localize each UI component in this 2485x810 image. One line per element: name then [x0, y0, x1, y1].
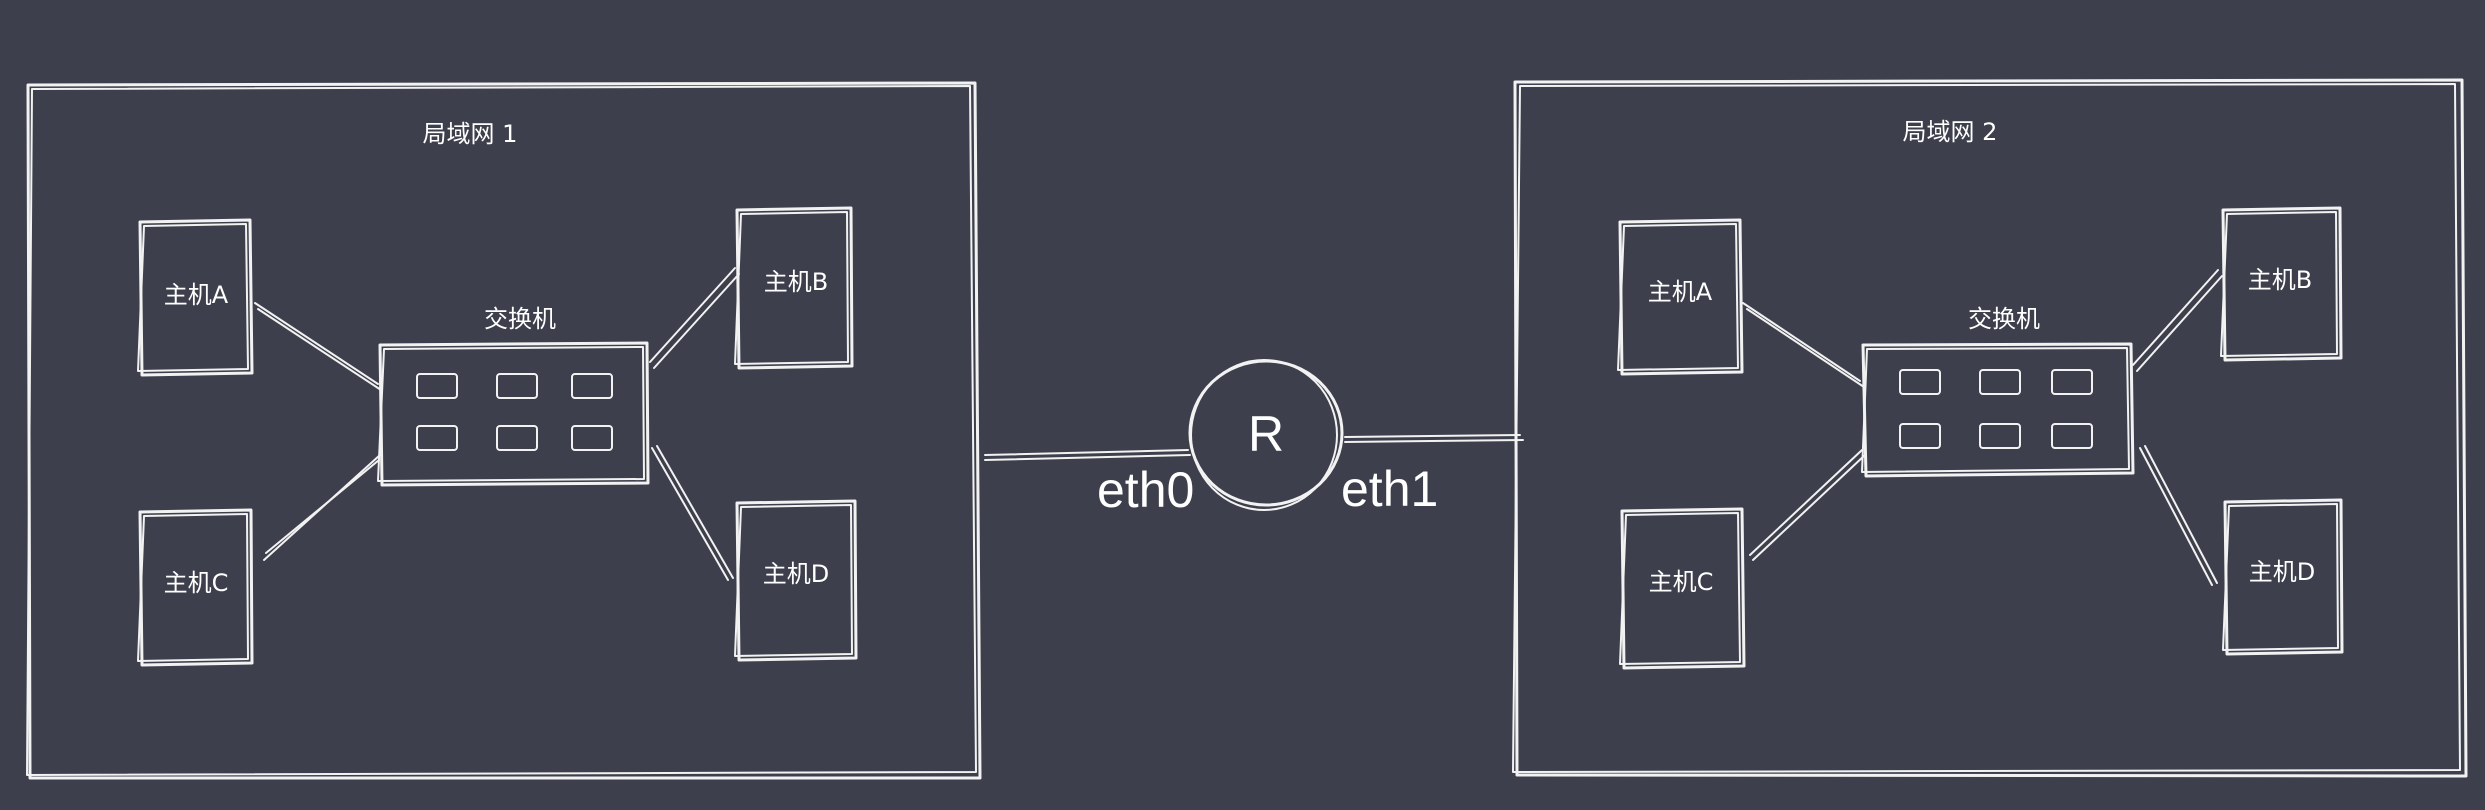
lan1-host-c-label: 主机C	[164, 569, 229, 597]
router-circle	[1188, 359, 1344, 511]
lan2-host-b	[2220, 206, 2343, 362]
lan2-switch-ports	[1899, 369, 2093, 449]
link-lan1-router	[984, 449, 1191, 461]
lan1-host-d	[734, 499, 858, 662]
lan2-host-c	[1619, 507, 1746, 670]
lan1-host-a	[137, 218, 254, 377]
lan1-host-d-label: 主机D	[763, 560, 829, 588]
lan1-host-a-label: 主机A	[164, 281, 229, 309]
lan2-switch	[1861, 342, 2135, 478]
lan1-switch-label: 交换机	[484, 305, 556, 333]
lan1-switch-ports	[416, 373, 613, 451]
lan2-host-d	[2222, 498, 2344, 656]
router-eth0-label: eth0	[1097, 462, 1194, 518]
lan1-boundary	[26, 81, 982, 780]
router: R eth0 eth1	[984, 359, 1524, 518]
lan1-title: 局域网 1	[423, 120, 518, 148]
lan1-links	[254, 267, 740, 581]
lan2-host-a	[1617, 218, 1744, 376]
router-eth1-label: eth1	[1341, 461, 1438, 517]
lan2-host-d-label: 主机D	[2249, 558, 2315, 586]
lan2-boundary	[1512, 78, 2468, 778]
lan2-host-a-label: 主机A	[1648, 278, 1713, 306]
router-label: R	[1248, 406, 1284, 462]
lan2-host-c-label: 主机C	[1649, 568, 1714, 596]
lan1: 局域网 1 交换机 主机A 主机B	[26, 81, 982, 780]
lan2-links	[1742, 269, 2223, 586]
lan2-host-b-label: 主机B	[2248, 266, 2312, 294]
lan1-host-b	[734, 206, 854, 370]
lan2-switch-label: 交换机	[1968, 305, 2040, 333]
lan1-host-b-label: 主机B	[764, 268, 828, 296]
lan1-host-c	[137, 508, 254, 667]
lan2-title: 局域网 2	[1903, 118, 1998, 146]
lan1-switch	[377, 341, 650, 487]
link-router-lan2	[1344, 434, 1524, 443]
lan2: 局域网 2 交换机 主机A 主机B	[1512, 78, 2468, 778]
